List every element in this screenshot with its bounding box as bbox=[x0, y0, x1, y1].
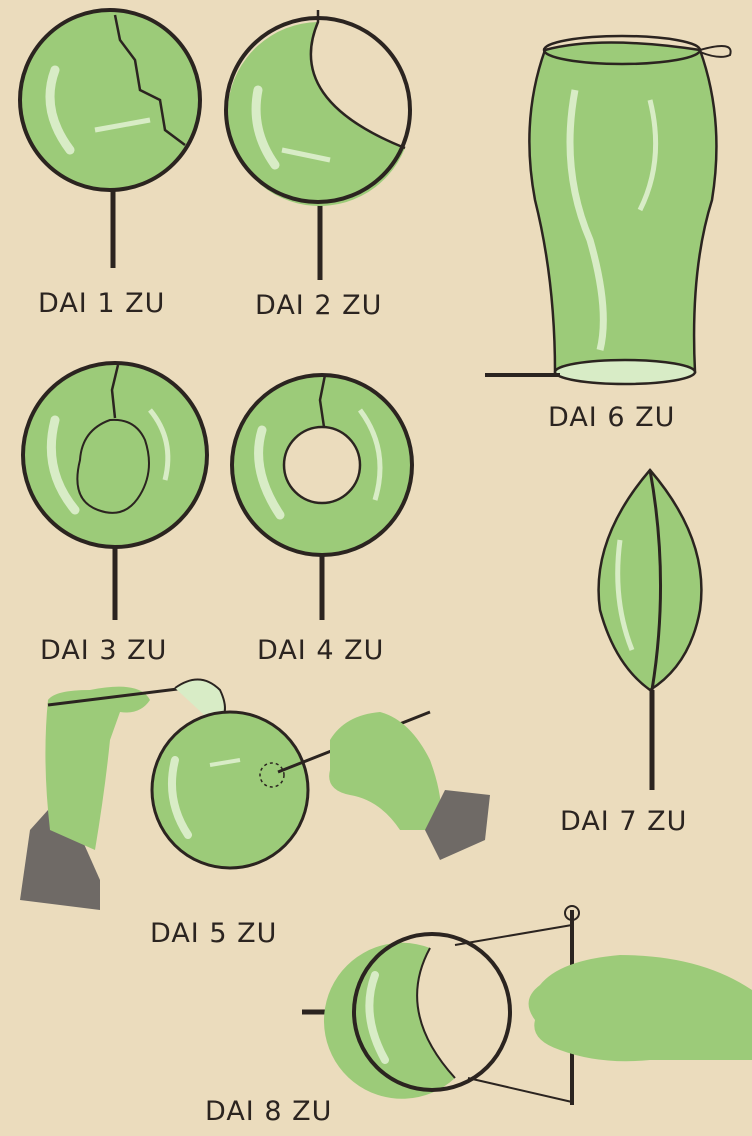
figure-1-torn-film-hoop bbox=[20, 10, 200, 268]
figure-7-label: DAI 7 ZU bbox=[560, 806, 687, 837]
figure-3-hole-film-hoop bbox=[23, 363, 207, 620]
figure-8-label: DAI 8 ZU bbox=[205, 1096, 332, 1127]
figure-6-film-cylinder bbox=[485, 36, 731, 384]
figure-5-hands-poking-film bbox=[20, 679, 490, 910]
figure-7-leaf-frame bbox=[599, 470, 702, 790]
figure-4-label: DAI 4 ZU bbox=[257, 635, 384, 666]
figure-2-label: DAI 2 ZU bbox=[255, 290, 382, 321]
figure-4-ring-film-hoop bbox=[232, 375, 412, 620]
figure-3-label: DAI 3 ZU bbox=[40, 635, 167, 666]
figure-6-label: DAI 6 ZU bbox=[548, 402, 675, 433]
figure-5-label: DAI 5 ZU bbox=[150, 918, 277, 949]
figure-2-half-film-hoop bbox=[226, 10, 410, 280]
figure-8-frame-and-hand bbox=[302, 906, 752, 1105]
figure-1-label: DAI 1 ZU bbox=[38, 288, 165, 319]
